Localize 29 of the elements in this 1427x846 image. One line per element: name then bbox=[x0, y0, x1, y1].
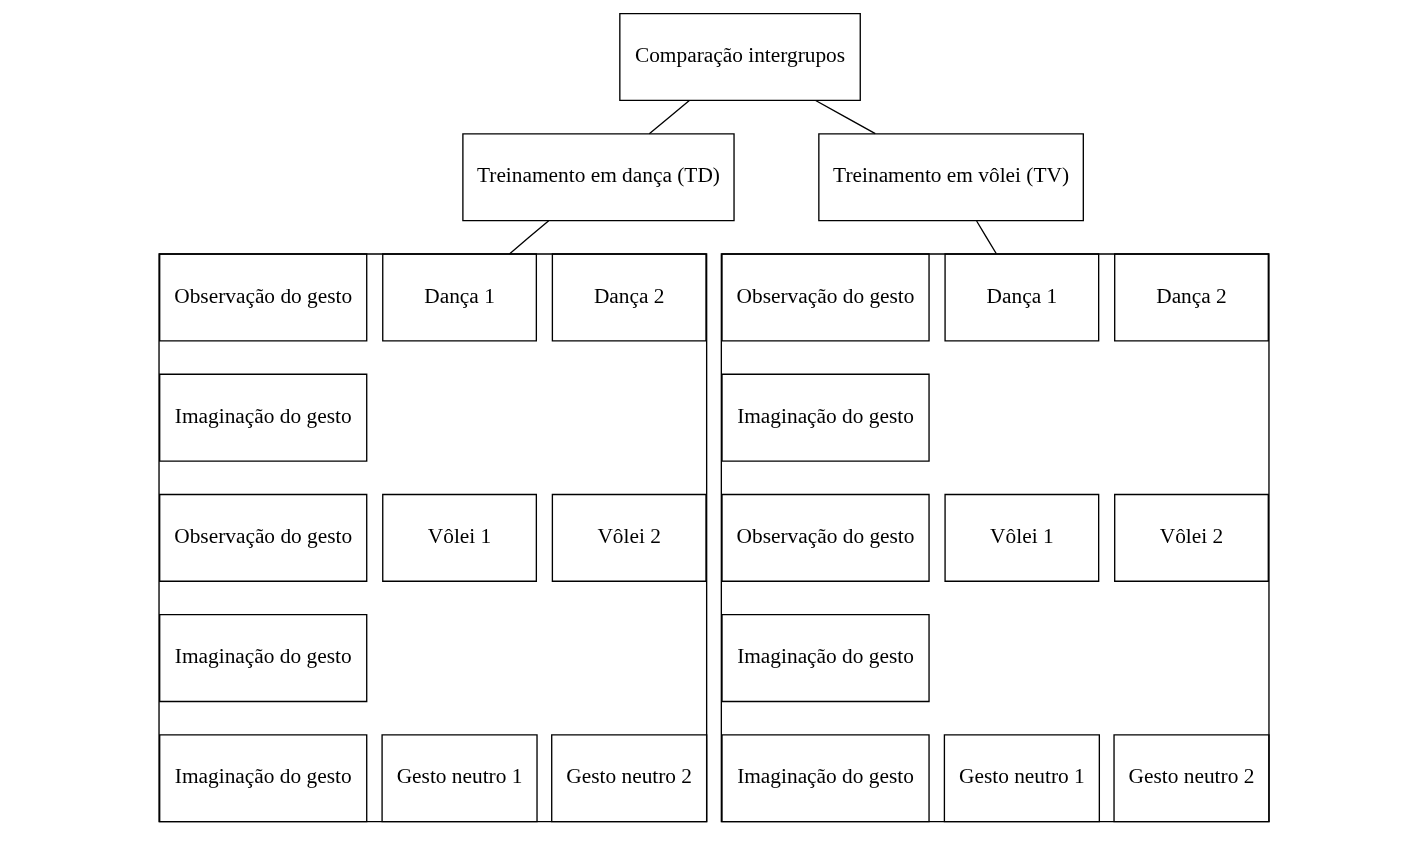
connector bbox=[814, 99, 876, 135]
node-box: Observação do gesto bbox=[720, 253, 930, 342]
node-box: Gesto neutro 1 bbox=[943, 734, 1100, 823]
node-box: Gesto neutro 2 bbox=[550, 734, 707, 823]
node-box: Dança 2 bbox=[1113, 253, 1269, 342]
node-box: Observação do gesto bbox=[158, 253, 367, 342]
node-box: Observação do gesto bbox=[720, 493, 930, 582]
node-box: Dança 1 bbox=[943, 253, 1099, 342]
node-box: Imaginação do gesto bbox=[720, 614, 930, 703]
connector bbox=[508, 220, 549, 255]
node-box: Gesto neutro 2 bbox=[1112, 734, 1270, 823]
node-box: Gesto neutro 1 bbox=[380, 734, 538, 823]
node-box: Vôlei 2 bbox=[1113, 493, 1269, 582]
node-box: Treinamento em dança (TD) bbox=[461, 133, 735, 222]
node-box: Treinamento em vôlei (TV) bbox=[817, 133, 1084, 222]
node-box: Imaginação do gesto bbox=[158, 373, 367, 462]
node-box: Dança 2 bbox=[551, 253, 707, 342]
connector bbox=[975, 220, 997, 255]
node-box: Imaginação do gesto bbox=[158, 614, 367, 703]
node-box: Vôlei 1 bbox=[381, 493, 537, 582]
node-box: Comparação intergrupos bbox=[618, 12, 861, 102]
node-box: Observação do gesto bbox=[158, 493, 367, 582]
node-box: Vôlei 2 bbox=[551, 493, 707, 582]
node-box: Dança 1 bbox=[381, 253, 537, 342]
connector bbox=[648, 99, 690, 135]
node-box: Imaginação do gesto bbox=[158, 734, 367, 823]
node-box: Imaginação do gesto bbox=[720, 734, 930, 823]
node-box: Vôlei 1 bbox=[943, 493, 1099, 582]
node-box: Imaginação do gesto bbox=[720, 373, 930, 462]
